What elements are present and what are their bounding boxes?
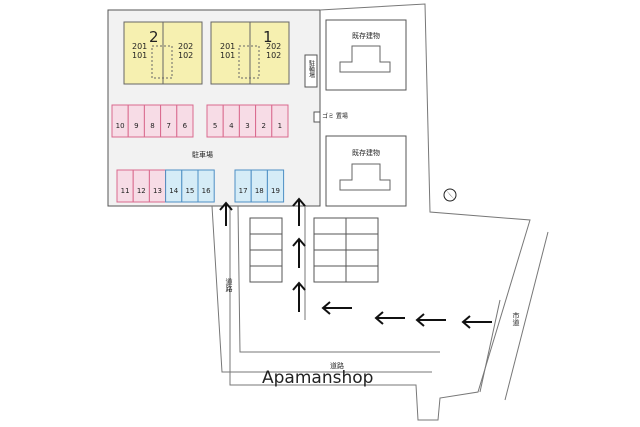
arrow-left-icon	[374, 311, 405, 325]
parking-space-number: 16	[202, 187, 211, 195]
bike-parking: 駐輪場	[304, 54, 318, 88]
parking-label: 駐車場	[192, 150, 213, 159]
building-1-number: 1	[263, 28, 273, 46]
parking-space	[266, 169, 285, 203]
parking-space	[165, 169, 183, 203]
parking-space	[234, 169, 252, 203]
parking-space	[176, 104, 194, 138]
unit-label: 101	[132, 51, 147, 60]
parking-space	[238, 104, 257, 138]
unit-label: 201	[220, 42, 235, 51]
parking-space	[255, 104, 273, 138]
parking-space-number: 3	[245, 122, 249, 130]
existing-building-top-label: 既存建物	[352, 31, 380, 40]
parking-space-number: 12	[137, 187, 146, 195]
parking-space	[111, 104, 129, 138]
parking-space	[206, 104, 224, 138]
parking-space	[132, 169, 150, 203]
building-2-number: 2	[149, 28, 159, 46]
unit-label: 102	[266, 51, 281, 60]
road-left-label: 道路	[225, 277, 233, 293]
unit-label: 101	[220, 51, 235, 60]
parking-space-number: 5	[213, 122, 217, 130]
parking-space-number: 11	[121, 187, 130, 195]
parking-space-number: 2	[261, 122, 265, 130]
parking-space	[116, 169, 134, 203]
unit-label: 201	[132, 42, 147, 51]
arrow-up-icon	[292, 197, 306, 226]
parking-space-number: 19	[271, 187, 280, 195]
parking-space	[222, 104, 240, 138]
parking-space-number: 7	[166, 122, 170, 130]
garbage-label: ゴミ 置場	[322, 112, 348, 120]
north-arrow-icon	[443, 188, 457, 202]
building-2: 2 201 202 101 102	[123, 21, 203, 85]
existing-building-bottom-label: 既存建物	[352, 148, 380, 157]
parking-space	[127, 104, 145, 138]
traffic-arrows	[219, 197, 492, 329]
arrow-up-icon	[292, 281, 306, 312]
parking-space-number: 18	[255, 187, 264, 195]
parking-space-number: 14	[169, 187, 178, 195]
parking-space	[271, 104, 289, 138]
parking-space	[250, 169, 268, 203]
parking-space-number: 9	[134, 122, 138, 130]
existing-building-top: 既存建物	[325, 19, 407, 91]
unit-label: 202	[178, 42, 193, 51]
arrow-left-icon	[415, 313, 446, 327]
parking-space	[160, 104, 178, 138]
arrow-up-icon	[292, 237, 306, 268]
parking-space-number: 15	[185, 187, 194, 195]
arrow-left-icon	[321, 301, 352, 315]
parking-space-number: 1	[278, 122, 282, 130]
parking-space	[143, 104, 162, 138]
unit-label: 102	[178, 51, 193, 60]
bike-parking-label: 駐輪場	[308, 59, 315, 79]
parking-space	[197, 169, 215, 203]
road-right-label: 市道	[512, 311, 520, 327]
garbage-area: ゴミ 置場	[313, 111, 348, 123]
arrow-left-icon	[461, 315, 492, 329]
parking-space-number: 10	[116, 122, 125, 130]
existing-building-bottom: 既存建物	[325, 135, 407, 207]
building-1: 1 201 202 101 102	[210, 21, 290, 85]
parking-space-number: 17	[239, 187, 248, 195]
parking-grid-large	[313, 217, 379, 283]
parking-space	[148, 169, 167, 203]
watermark: Apamanshop	[262, 368, 373, 388]
parking-grid-small	[249, 217, 283, 283]
parking-space-number: 13	[153, 187, 162, 195]
unit-label: 202	[266, 42, 281, 51]
parking-space-number: 4	[229, 122, 234, 130]
road-bottom-label: 道路	[330, 361, 344, 370]
parking-space-number: 6	[183, 122, 188, 130]
arrow-up-icon	[219, 201, 233, 226]
parking-space	[181, 169, 199, 203]
parking-space-number: 8	[150, 122, 154, 130]
